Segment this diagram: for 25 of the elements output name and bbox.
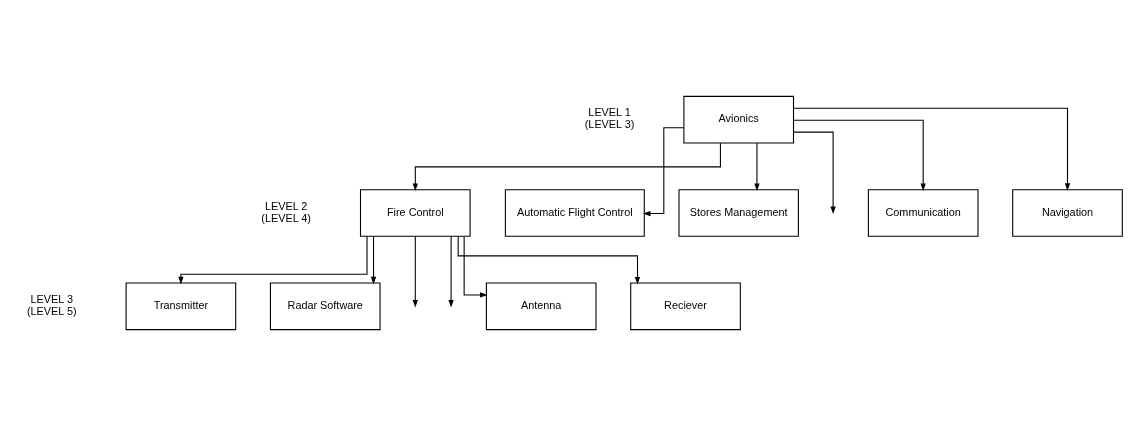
arrow [457, 235, 641, 285]
arrow [793, 131, 836, 214]
node-box: Avionics [683, 95, 795, 144]
label: LEVEL 2 (LEVEL 4) [261, 199, 311, 224]
node-box: Automatic Flight Control [504, 188, 645, 237]
arrow [642, 126, 685, 216]
arrow [178, 235, 368, 284]
node-box: Stores Management [678, 188, 799, 237]
arrow [448, 235, 454, 307]
node-box: Radar Software [269, 281, 381, 330]
arrow [412, 142, 721, 191]
node-box: Transmitter [125, 281, 237, 330]
arrow [412, 235, 418, 307]
arrow [754, 142, 760, 191]
arrow [793, 119, 926, 191]
node-box: Communication [867, 188, 979, 237]
arrow [370, 235, 377, 284]
label: LEVEL 1 (LEVEL 3) [584, 105, 635, 130]
node-box: Navigation [1012, 188, 1123, 237]
arrow [793, 107, 1071, 191]
arrow [463, 235, 488, 298]
node-box: Fire Control [359, 188, 471, 237]
node-box: Antenna [485, 281, 597, 330]
label: LEVEL 3 (LEVEL 5) [26, 292, 77, 317]
node-box: Reciever [630, 281, 741, 330]
